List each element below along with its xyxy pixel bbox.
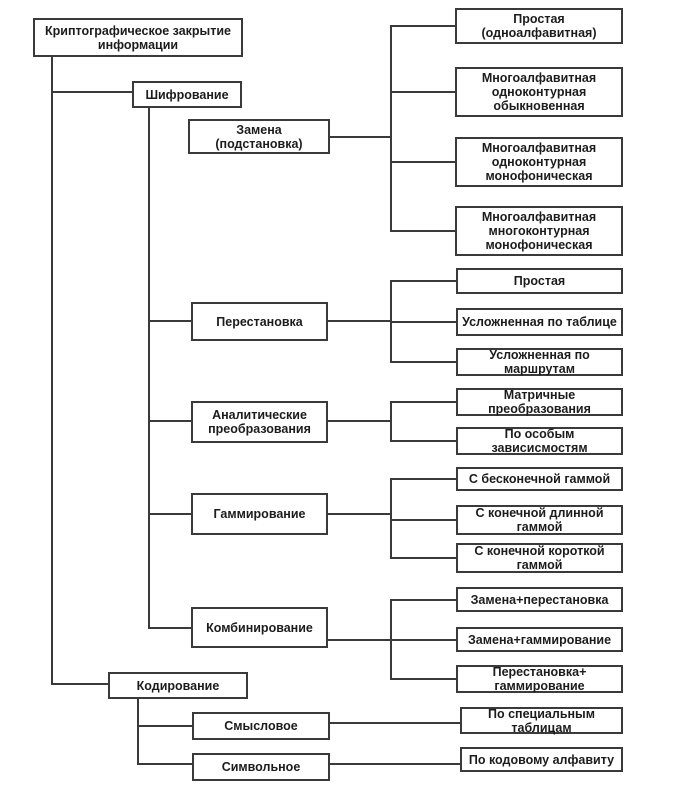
leaf-special-tables: По специальным таблицам [460, 707, 623, 735]
leaf-simple-monoalphabetic: Простая (одноалфавитная) [455, 8, 623, 44]
connector-stub-matrix [390, 401, 456, 403]
connector-root-to-coding [51, 683, 108, 685]
connector-semantic-to-leaf [330, 722, 460, 724]
node-cryptographic-closure: Криптографическое закрытие информации [33, 18, 243, 57]
connector-stub-permutation-gamma [390, 678, 456, 680]
connector-coding-to-symbol [137, 763, 192, 765]
leaf-complicated-by-table: Усложненная по таблице [456, 308, 623, 336]
connector-stub-substitution-gamma [390, 639, 456, 641]
connector-combination-to-bus [328, 639, 390, 641]
connector-stub-complicated-table [390, 321, 456, 323]
connector-stub-simple-permutation [390, 280, 456, 282]
node-semantic-coding: Смысловое [192, 712, 330, 740]
connector-stub-poly-single-ordinary [390, 91, 455, 93]
connector-coding-spine [137, 699, 139, 765]
connector-root-to-encryption [51, 91, 132, 93]
node-encryption: Шифрование [132, 81, 242, 108]
connector-stub-poly-multi-monophonic [390, 230, 455, 232]
connector-stub-finite-short-gamma [390, 557, 456, 559]
node-permutation: Перестановка [191, 302, 328, 341]
connector-stub-special-dependencies [390, 440, 456, 442]
node-analytic-transformations: Аналитические преобразования [191, 401, 328, 443]
connector-encryption-spine [148, 108, 150, 629]
connector-permutation-to-bus [328, 320, 390, 322]
leaf-complicated-by-routes: Усложненная по маршрутам [456, 348, 623, 376]
leaf-code-alphabet: По кодовому алфавиту [460, 747, 623, 772]
connector-encryption-to-analytic [148, 420, 191, 422]
connector-stub-complicated-routes [390, 361, 456, 363]
connector-coding-to-semantic [137, 725, 192, 727]
connector-stub-simple-monoalphabetic [390, 25, 455, 27]
connector-analytic-bus [390, 401, 392, 442]
leaf-substitution-plus-permutation: Замена+перестановка [456, 587, 623, 612]
leaf-infinite-gamma: С бесконечной гаммой [456, 467, 623, 491]
connector-stub-poly-single-monophonic [390, 161, 455, 163]
connector-substitution-to-bus [330, 136, 390, 138]
leaf-polyalphabetic-multi-loop-monophonic: Многоалфавитная многоконтурная монофонич… [455, 206, 623, 256]
connector-stub-finite-long-gamma [390, 519, 456, 521]
node-symbol-coding: Символьное [192, 753, 330, 781]
connector-gamma-to-bus [328, 513, 390, 515]
leaf-substitution-plus-gamma: Замена+гаммирование [456, 627, 623, 652]
leaf-permutation-plus-gamma: Перестановка+ гаммирование [456, 665, 623, 693]
leaf-finite-long-gamma: С конечной длинной гаммой [456, 505, 623, 535]
connector-stub-substitution-permutation [390, 599, 456, 601]
connector-symbol-to-leaf [330, 763, 460, 765]
leaf-simple-permutation: Простая [456, 268, 623, 294]
node-substitution: Замена (подстановка) [188, 119, 330, 154]
connector-encryption-to-permutation [148, 320, 191, 322]
leaf-polyalphabetic-single-loop-monophonic: Многоалфавитная одноконтурная монофониче… [455, 137, 623, 187]
connector-root-spine [51, 57, 53, 685]
connector-gamma-bus [390, 478, 392, 559]
leaf-matrix-transformations: Матричные преобразования [456, 388, 623, 416]
node-combination: Комбинирование [191, 607, 328, 648]
node-gamma: Гаммирование [191, 493, 328, 535]
leaf-finite-short-gamma: С конечной короткой гаммой [456, 543, 623, 573]
node-coding: Кодирование [108, 672, 248, 699]
connector-analytic-to-bus [328, 420, 390, 422]
connector-encryption-to-gamma [148, 513, 191, 515]
leaf-special-dependencies: По особым зависисмостям [456, 427, 623, 455]
connector-stub-infinite-gamma [390, 478, 456, 480]
connector-substitution-bus [390, 25, 392, 232]
leaf-polyalphabetic-single-loop-ordinary: Многоалфавитная одноконтурная обыкновенн… [455, 67, 623, 117]
connector-encryption-to-combination [148, 627, 191, 629]
